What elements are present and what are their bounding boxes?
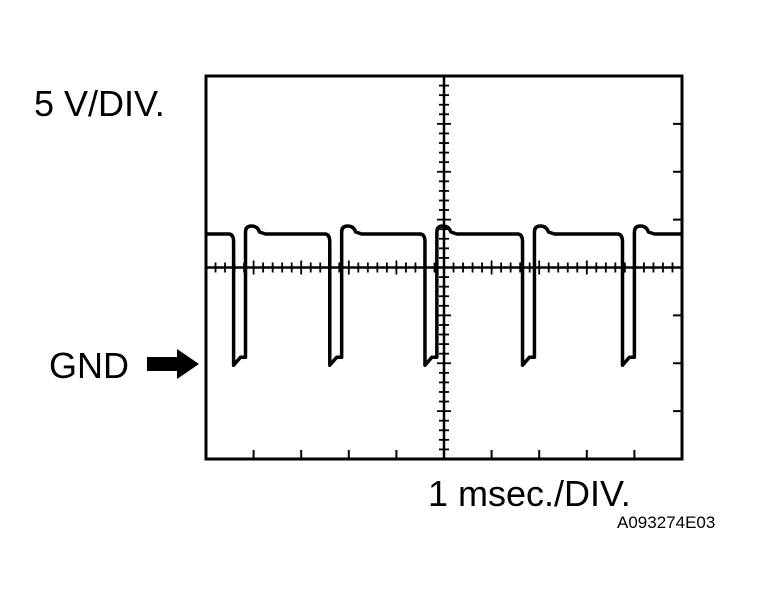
vertical-scale-label: 5 V/DIV.	[34, 83, 165, 124]
figure-code: A093274E03	[617, 513, 716, 532]
ground-label: GND	[49, 345, 129, 386]
time-scale-label: 1 msec./DIV.	[428, 473, 631, 514]
ground-arrow-icon	[147, 349, 199, 379]
scope-graticule	[205, 75, 683, 460]
waveform-trace	[206, 224, 682, 367]
